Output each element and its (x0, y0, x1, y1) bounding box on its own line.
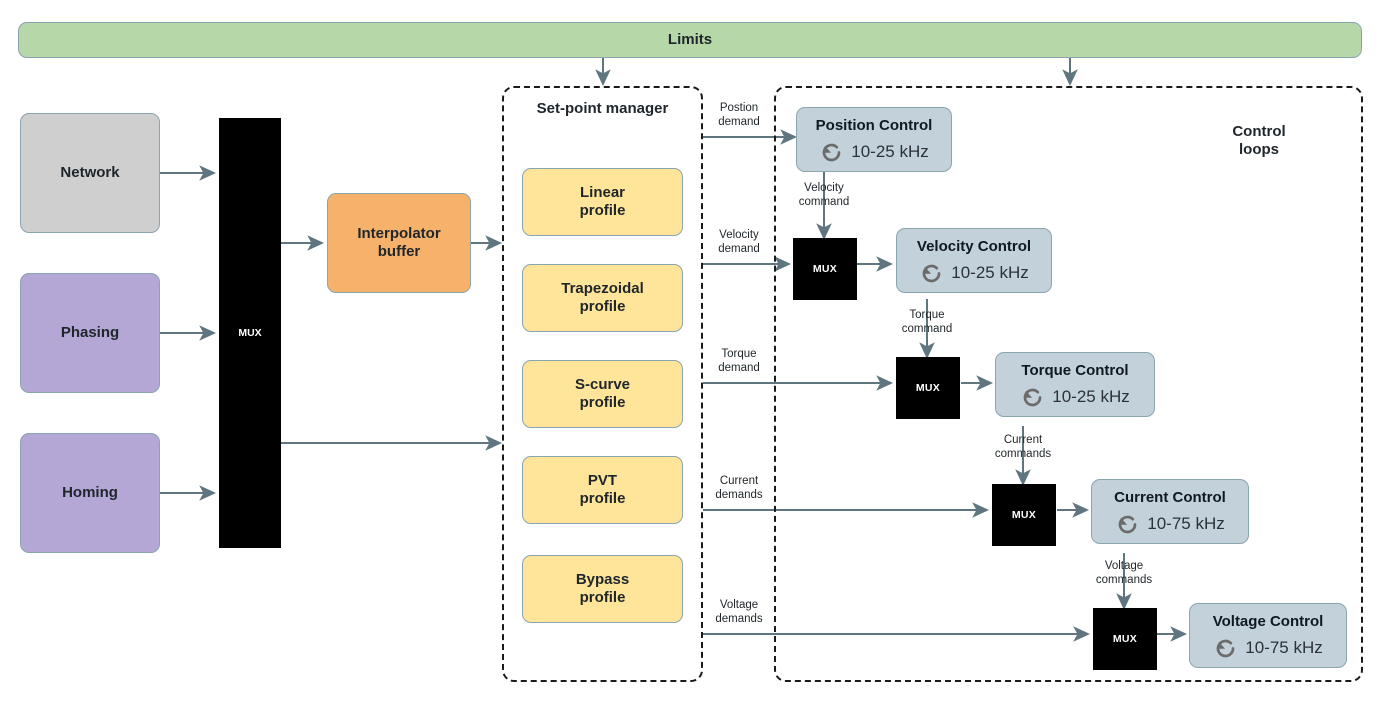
wire-label-torque-command-line1: Torque (909, 309, 945, 321)
interpolator-label-line2: buffer (377, 243, 421, 260)
profile-label-linear-line2: profile (579, 202, 626, 219)
profile-label-bypass-line2: profile (579, 589, 626, 606)
profile-label-s-curve-line1: S-curve (574, 375, 631, 393)
profile-block-trapezoidal[interactable]: Trapezoidal profile (522, 264, 683, 332)
wire-label-velocity-command-line1: Velocity (804, 182, 844, 194)
source-block-phasing[interactable]: Phasing (20, 273, 160, 393)
control-block-voltage-title: Voltage Control (1212, 613, 1324, 630)
control-block-position-title: Position Control (815, 117, 933, 134)
loop-icon (1023, 388, 1042, 407)
control-block-current-title: Current Control (1114, 489, 1226, 506)
wire-label-torque-demand-line1: Torque (721, 348, 757, 360)
wire-label-torque-demand-line2: demand (718, 362, 760, 375)
control-block-torque-rate-row: 10-25 kHz (1020, 385, 1130, 410)
control-block-voltage-rate-row: 10-75 kHz (1213, 636, 1323, 661)
wire-label-voltage-demands-line1: Voltage (719, 599, 759, 611)
mux-current[interactable]: MUX (992, 484, 1056, 546)
control-loops-title-line1: Control (1232, 123, 1286, 140)
control-block-position-rate-row: 10-25 kHz (819, 140, 929, 165)
mux-current-label: MUX (1011, 509, 1037, 521)
wire-label-voltage-commands-line1: Voltage (1104, 560, 1144, 572)
wire-label-current-commands-line2: commands (994, 448, 1052, 461)
source-block-network[interactable]: Network (20, 113, 160, 233)
control-block-voltage-rate: 10-75 kHz (1245, 638, 1323, 658)
set-point-manager-title-text: Set-point manager (536, 100, 669, 117)
interpolator-buffer-block[interactable]: Interpolator buffer (327, 193, 471, 293)
loop-icon (822, 143, 841, 162)
source-block-homing[interactable]: Homing (20, 433, 160, 553)
loop-icon (922, 264, 941, 283)
limits-block[interactable]: Limits (18, 22, 1362, 58)
set-point-manager-group (502, 86, 703, 682)
set-point-manager-title: Set-point manager (502, 100, 703, 118)
control-loops-title: Control loops (1175, 123, 1343, 160)
control-block-velocity-rate: 10-25 kHz (951, 263, 1029, 283)
mux-torque[interactable]: MUX (896, 357, 960, 419)
mux-voltage[interactable]: MUX (1093, 608, 1157, 670)
control-block-velocity-title: Velocity Control (916, 238, 1032, 255)
mux-velocity-label: MUX (812, 263, 838, 275)
wire-label-velocity-demand: Velocity demand (703, 228, 775, 256)
profile-block-pvt[interactable]: PVT profile (522, 456, 683, 524)
mux-velocity[interactable]: MUX (793, 238, 857, 300)
profile-label-pvt-line2: profile (579, 490, 626, 507)
control-block-position[interactable]: Position Control 10-25 kHz (796, 107, 952, 172)
mux-torque-label: MUX (915, 382, 941, 394)
mux-label: MUX (238, 327, 262, 339)
control-block-torque-rate: 10-25 kHz (1052, 387, 1130, 407)
profile-label-pvt-line1: PVT (587, 471, 618, 489)
profile-block-s-curve[interactable]: S-curve profile (522, 360, 683, 428)
control-block-position-rate: 10-25 kHz (851, 142, 929, 162)
source-label-network: Network (60, 163, 120, 181)
loop-icon (1216, 639, 1235, 658)
wire-label-velocity-demand-line2: demand (718, 243, 760, 256)
wire-label-voltage-demands: Voltage demands (703, 598, 775, 626)
control-block-current-rate-row: 10-75 kHz (1115, 512, 1225, 537)
wire-label-current-demands-line2: demands (715, 489, 763, 502)
control-block-current[interactable]: Current Control 10-75 kHz (1091, 479, 1249, 544)
wire-label-position-demand-line1: Postion (719, 102, 759, 114)
control-block-torque-title: Torque Control (1021, 362, 1129, 379)
profile-label-trapezoidal-line1: Trapezoidal (561, 279, 644, 297)
wire-label-current-demands: Current demands (703, 474, 775, 502)
wire-label-velocity-command-line2: command (798, 196, 850, 209)
wire-label-torque-command: Torque command (881, 308, 973, 336)
control-block-torque[interactable]: Torque Control 10-25 kHz (995, 352, 1155, 417)
profile-block-linear[interactable]: Linear profile (522, 168, 683, 236)
control-loops-group (774, 86, 1363, 682)
source-label-homing: Homing (62, 483, 118, 501)
profile-label-trapezoidal-line2: profile (579, 298, 626, 315)
control-block-voltage[interactable]: Voltage Control 10-75 kHz (1189, 603, 1347, 668)
wire-label-torque-demand: Torque demand (703, 347, 775, 375)
profile-label-s-curve-line2: profile (579, 394, 626, 411)
control-block-current-rate: 10-75 kHz (1147, 514, 1225, 534)
profile-label-bypass-line1: Bypass (575, 570, 630, 588)
mux-voltage-label: MUX (1112, 633, 1138, 645)
wire-label-voltage-commands-line2: commands (1095, 574, 1153, 587)
wire-label-position-demand: Postion demand (703, 101, 775, 129)
wire-label-torque-command-line2: command (901, 323, 953, 336)
wire-label-current-commands: Current commands (977, 433, 1069, 461)
control-block-velocity-rate-row: 10-25 kHz (919, 261, 1029, 286)
loop-icon (1118, 515, 1137, 534)
wire-label-velocity-command: Velocity command (778, 181, 870, 209)
wire-label-voltage-demands-line2: demands (715, 613, 763, 626)
wire-label-current-commands-line1: Current (1003, 434, 1043, 446)
control-block-velocity[interactable]: Velocity Control 10-25 kHz (896, 228, 1052, 293)
source-label-phasing: Phasing (60, 323, 120, 341)
wire-label-position-demand-line2: demand (718, 116, 760, 129)
interpolator-label-line1: Interpolator (357, 224, 441, 242)
mux-input-selector[interactable]: MUX (219, 118, 281, 548)
wire-label-current-demands-line1: Current (719, 475, 759, 487)
limits-label: Limits (667, 30, 713, 48)
wire-label-voltage-commands: Voltage commands (1078, 559, 1170, 587)
profile-block-bypass[interactable]: Bypass profile (522, 555, 683, 623)
wire-label-velocity-demand-line1: Velocity (719, 229, 759, 241)
control-loops-title-line2: loops (1239, 141, 1279, 159)
profile-label-linear-line1: Linear (579, 183, 625, 201)
